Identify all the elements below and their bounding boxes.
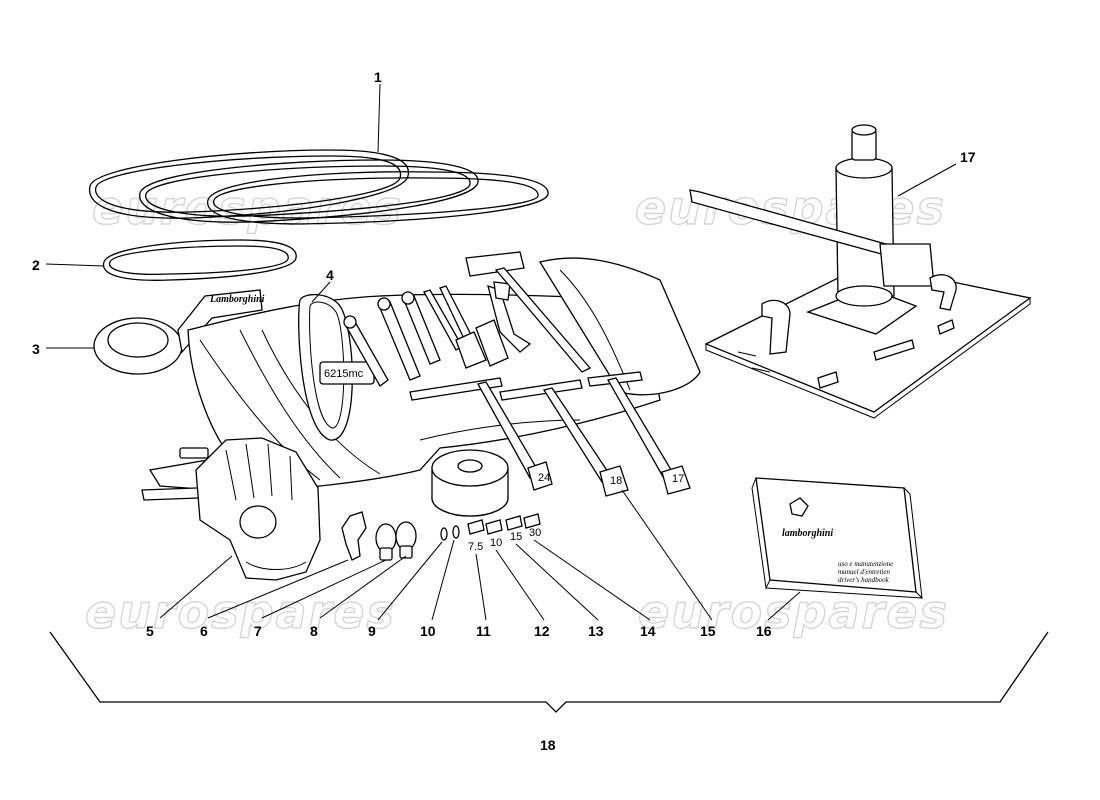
small-bulbs	[440, 525, 460, 541]
box-wrenches: 24 18 17	[409, 371, 691, 497]
callout-8: 8	[310, 623, 318, 639]
manual-brand: lamborghini	[782, 528, 833, 539]
hand-tools	[343, 281, 532, 387]
manual-line-3: driver's handbook	[838, 576, 890, 584]
watermark-bottom-right: eurospares	[638, 585, 949, 639]
callout-12: 12	[534, 623, 550, 639]
callout-4: 4	[326, 267, 334, 283]
callout-10a: 10	[420, 623, 436, 639]
group-bracket	[49, 631, 1049, 713]
callout-18: 18	[540, 737, 556, 753]
window-seal	[45, 239, 297, 281]
fan-belt-label: 6215mc	[324, 368, 364, 380]
tape-roll	[431, 449, 509, 517]
leader-lines	[159, 489, 801, 621]
callout-17: 17	[960, 149, 976, 165]
callout-6: 6	[200, 623, 208, 639]
fan-belt: 6215mc	[298, 281, 375, 441]
tool-roll-logo: Lamborghini	[209, 294, 265, 305]
fuses: 7.5 10 15 30	[467, 513, 541, 553]
callout-14: 14	[640, 623, 656, 639]
tool-roll	[141, 257, 701, 501]
callout-5: 5	[146, 623, 154, 639]
watermark-top-left: eurospares	[92, 181, 403, 235]
gloves	[195, 437, 321, 581]
fuse-rating-30: 30	[529, 527, 541, 539]
callout-9: 9	[368, 623, 376, 639]
bulbs	[375, 521, 417, 561]
wrench-size-1: 24	[538, 472, 550, 484]
callout-1: 1	[374, 69, 382, 85]
hydraulic-jack	[689, 124, 1032, 419]
wrench-size-2: 18	[610, 475, 622, 487]
callout-7: 7	[254, 623, 262, 639]
door-seals	[88, 83, 549, 225]
fuse-rating-7-5: 7.5	[468, 541, 483, 553]
manual-line-2: manuel d'entretien	[838, 568, 890, 576]
callout-15: 15	[700, 623, 716, 639]
owners-manual: lamborghini uso e manutenzione manuel d'…	[751, 477, 923, 600]
fuse-rating-15: 15	[510, 531, 522, 543]
callout-11: 11	[476, 623, 491, 639]
callout-13: 13	[588, 623, 604, 639]
callout-3: 3	[32, 341, 40, 357]
bulb-holder	[341, 511, 367, 561]
callout-16: 16	[756, 623, 772, 639]
manual-line-1: uso e manutenzione	[838, 560, 893, 568]
ring-spanner: Lamborghini	[46, 289, 265, 375]
watermark-bottom-left: eurospares	[85, 585, 396, 639]
hammer	[465, 251, 592, 373]
wrench-size-3: 17	[672, 473, 684, 485]
callout-numbers: 1 2 3 4 5 6 7 8 9 10 11 12 13 14 15 16 1…	[32, 69, 976, 753]
fuse-rating-10: 10	[490, 537, 502, 549]
callout-2: 2	[32, 257, 40, 273]
